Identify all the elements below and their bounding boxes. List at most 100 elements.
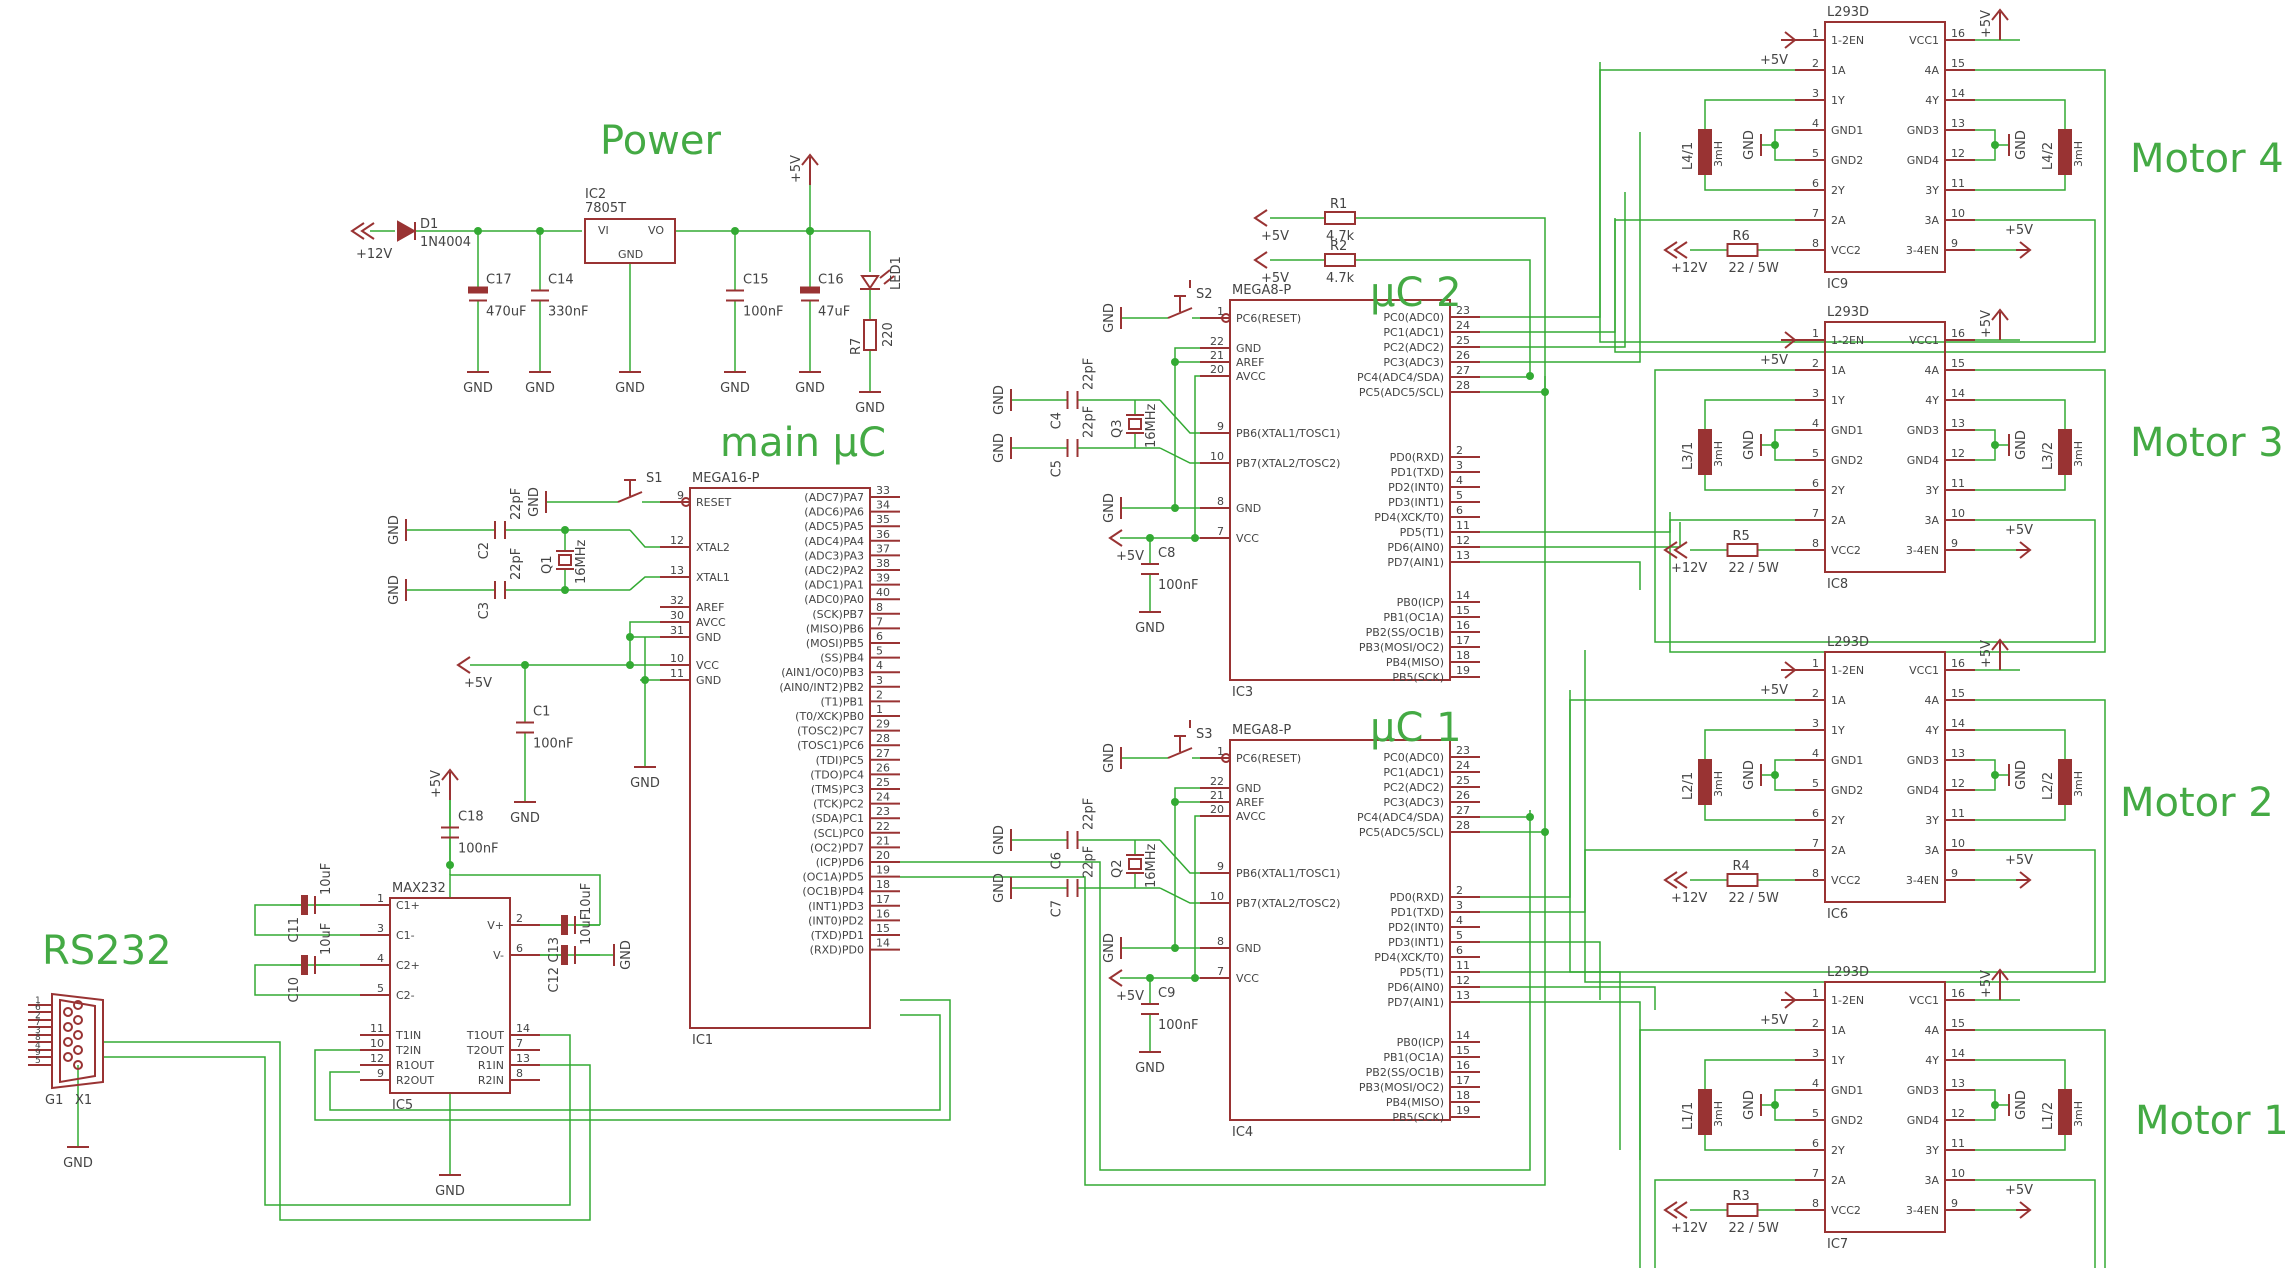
- pin-number: 9: [1951, 867, 1958, 880]
- pin-label: (T1)PB1: [821, 695, 864, 708]
- pin-label: (AIN1/OC0)PB3: [781, 666, 864, 679]
- wire: [1480, 971, 1621, 1150]
- switch: [617, 491, 643, 503]
- pin-label: C2-: [396, 989, 415, 1002]
- pin-label: 4Y: [1925, 94, 1939, 107]
- pin-label: PB2(SS/OC1B): [1366, 626, 1444, 639]
- led-ray: [883, 275, 895, 285]
- pin-number: 17: [1456, 634, 1470, 647]
- pin-label: PD3(INT1): [1388, 936, 1444, 949]
- junction: [1771, 771, 1779, 779]
- label: VO: [648, 224, 664, 237]
- coil-name: L4/1: [1681, 142, 1696, 170]
- wire: [314, 999, 951, 1121]
- supply-arrow: [456, 656, 471, 674]
- db9-pin: [63, 1037, 73, 1047]
- junction: [1526, 372, 1534, 380]
- pin-label: PD2(INT0): [1388, 481, 1444, 494]
- pin-number: 6: [1812, 177, 1819, 190]
- supply-label: +12V: [356, 247, 392, 262]
- pin-label: 2Y: [1831, 814, 1845, 827]
- pin-number: 4: [876, 659, 883, 672]
- inv-bubble: [1221, 753, 1231, 763]
- pin-number: 16: [1951, 987, 1965, 1000]
- cap-name: C2: [477, 542, 492, 559]
- pin-number: 27: [1456, 364, 1470, 377]
- supply-label: +5V: [464, 676, 492, 691]
- res-value: 22 / 5W: [1729, 1221, 1779, 1236]
- pin-label: PD5(T1): [1400, 966, 1444, 979]
- pin-label: GND: [1236, 942, 1261, 955]
- pin-label: 2A: [1831, 214, 1846, 227]
- pin-number: 6: [516, 942, 523, 955]
- res-name: R5: [1733, 529, 1750, 544]
- pin-label: (TOSC1)PC6: [797, 739, 864, 752]
- pin-label: GND1: [1831, 754, 1863, 767]
- pin-label: C1-: [396, 929, 415, 942]
- pin-number: 11: [1456, 959, 1470, 972]
- pin-number: 37: [876, 542, 890, 555]
- pin-label: VCC1: [1909, 664, 1939, 677]
- pin-number: 13: [1456, 989, 1470, 1002]
- cap-value: 22pF: [509, 548, 524, 580]
- pin-label: 2Y: [1831, 484, 1845, 497]
- pin-label: PD4(XCK/T0): [1374, 511, 1444, 524]
- pin-number: 40: [876, 586, 890, 599]
- cap-plate: [561, 945, 568, 965]
- pin-number: 3: [876, 674, 883, 687]
- pin-number: 2: [35, 1011, 41, 1021]
- gnd-label: GND: [525, 381, 555, 396]
- resistor: [1726, 243, 1759, 257]
- pin-number: 9: [1217, 860, 1224, 873]
- pin-label: XTAL2: [696, 541, 730, 554]
- diode: [397, 220, 417, 242]
- pin-number: 2: [1812, 57, 1819, 70]
- supply-label: +5V: [789, 155, 804, 183]
- pin-label: PB6(XTAL1/TOSC1): [1236, 867, 1340, 880]
- pin-label: (RXD)PD0: [810, 944, 864, 957]
- junction: [1991, 441, 1999, 449]
- pin-number: 3: [1812, 717, 1819, 730]
- pin-number: 1: [1812, 327, 1819, 340]
- wire: [103, 1041, 591, 1221]
- coil-name: L2/1: [1681, 772, 1696, 800]
- junction: [536, 227, 544, 235]
- pin-number: 14: [1456, 1029, 1470, 1042]
- pin-label: (SCK)PB7: [812, 608, 864, 621]
- supply-label: +5V: [1979, 310, 1994, 338]
- wire: [900, 810, 1531, 1171]
- cap-value: 10uF: [319, 863, 334, 895]
- junction: [626, 633, 634, 641]
- pin-label: GND4: [1907, 154, 1939, 167]
- wires: [77, 39, 2106, 1268]
- xtal-name: Q3: [1110, 419, 1125, 438]
- pin-number: 13: [516, 1052, 530, 1065]
- cap-name: C16: [818, 273, 844, 288]
- pin-number: 8: [1812, 867, 1819, 880]
- wire: [1480, 650, 1586, 913]
- pin-number: 23: [1456, 744, 1470, 757]
- switch: [1167, 307, 1193, 319]
- pin-label: AVCC: [1236, 370, 1266, 383]
- cap-name: C6: [1050, 852, 1065, 869]
- gnd-label: GND: [795, 381, 825, 396]
- cap-name: C8: [1158, 546, 1175, 561]
- supply-label: +12V: [1671, 1221, 1707, 1236]
- supply-arrow: [350, 222, 365, 240]
- ic-body: [1229, 299, 1451, 681]
- pin-number: 27: [876, 747, 890, 760]
- pin-number: 14: [1951, 1047, 1965, 1060]
- pin-number: 1: [876, 703, 883, 716]
- gnd-label: GND: [992, 873, 1007, 903]
- pin-label: AVCC: [696, 616, 726, 629]
- junction: [1146, 974, 1154, 982]
- supply-arrow: [1991, 968, 2009, 981]
- pin-number: 17: [1456, 1074, 1470, 1087]
- supply-label: +12V: [1671, 891, 1707, 906]
- pin-label: VCC: [696, 659, 719, 672]
- pin-number: 35: [876, 513, 890, 526]
- pin-label: PC2(ADC2): [1383, 341, 1444, 354]
- pin-label: PC3(ADC3): [1383, 796, 1444, 809]
- res-name: R4: [1733, 859, 1750, 874]
- pin-number: 12: [1951, 147, 1965, 160]
